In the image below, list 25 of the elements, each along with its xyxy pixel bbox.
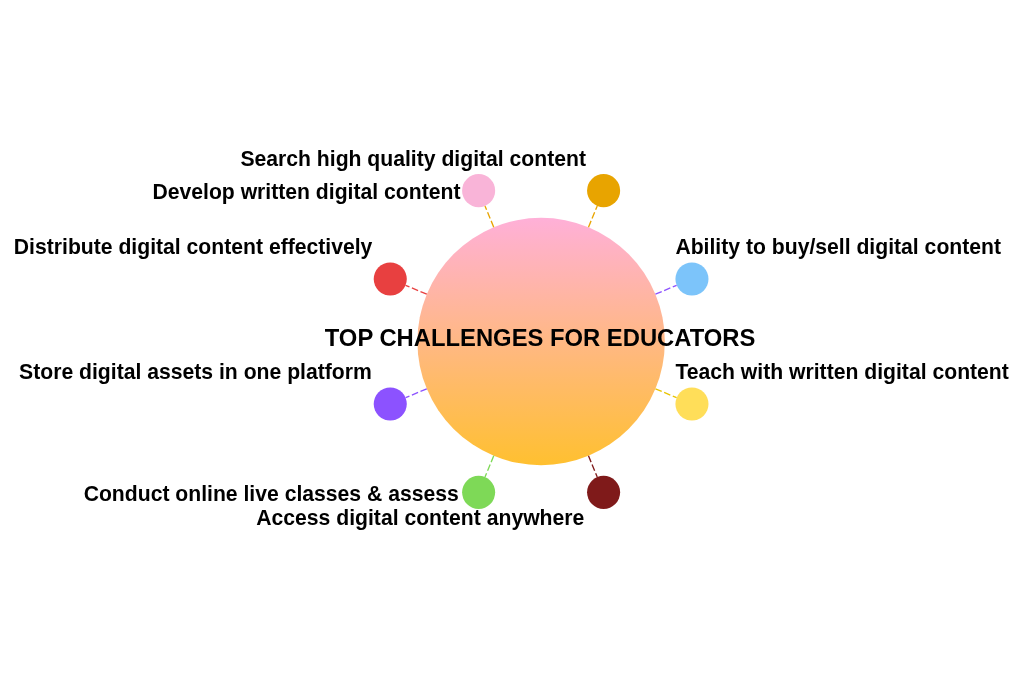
node-label: Conduct online live classes & assess <box>83 481 459 505</box>
connector <box>404 388 428 399</box>
node-label: Teach with written digital content <box>675 360 1009 384</box>
connector <box>484 205 495 228</box>
connector <box>587 455 598 478</box>
node-circle <box>675 262 709 296</box>
connector <box>654 388 678 399</box>
connector <box>587 205 598 228</box>
node-label: TOP CHALLENGES FOR EDUCATORS <box>324 324 756 351</box>
node-label: Store digital assets in one platform <box>19 360 372 384</box>
node-circle <box>462 174 496 208</box>
node-label: Access digital content anywhere <box>256 505 585 529</box>
connector <box>654 284 678 295</box>
node-circle <box>587 174 621 208</box>
connector <box>404 284 428 295</box>
node-circle <box>587 475 621 509</box>
connector <box>484 455 495 478</box>
node-circle <box>373 387 407 421</box>
node-circle <box>373 262 407 296</box>
node-circle <box>462 475 496 509</box>
node-label: Search high quality digital content <box>240 146 586 170</box>
node-label: Distribute digital content effectively <box>13 235 373 259</box>
node-label: Develop written digital content <box>152 179 461 203</box>
node-circle <box>675 387 709 421</box>
node-label: Ability to buy/sell digital content <box>675 235 1002 259</box>
